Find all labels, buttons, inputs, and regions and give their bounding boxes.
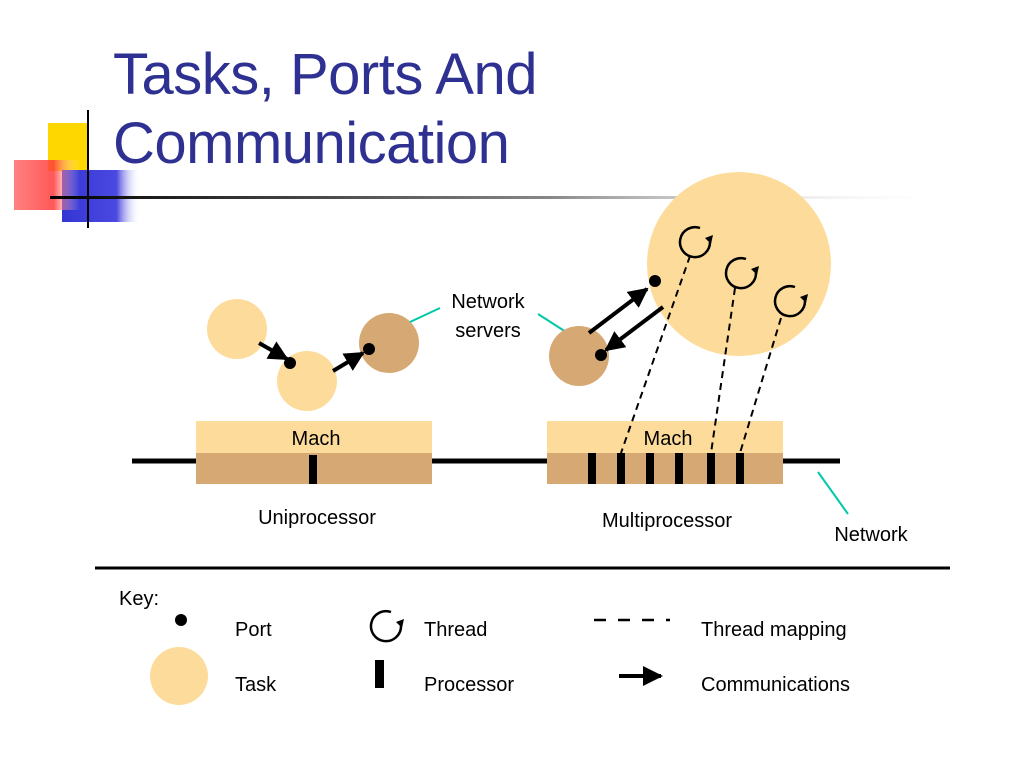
key-thread-symbol — [369, 609, 404, 643]
task-node — [647, 172, 831, 356]
key-thread-label: Thread — [424, 619, 487, 641]
multiprocessor-processor — [707, 453, 715, 484]
server-task-node — [359, 313, 419, 373]
thread-icon — [724, 256, 759, 290]
multiprocessor-mach-label: Mach — [644, 428, 693, 450]
port-dot — [363, 343, 375, 355]
uniprocessor-tasks — [207, 299, 419, 411]
thread-icon — [773, 284, 808, 318]
network-servers-callout — [409, 307, 441, 323]
key-communications-label: Communications — [701, 674, 850, 696]
multiprocessor-label: Multiprocessor — [602, 510, 732, 532]
key-processor-symbol — [375, 660, 384, 688]
multiprocessor-processor — [588, 453, 596, 484]
uniprocessor-block: Mach — [196, 421, 432, 484]
network-servers-callout — [537, 313, 567, 333]
logo-red-square — [14, 160, 80, 210]
network-servers-label: Network — [451, 291, 525, 313]
key-port-label: Port — [235, 619, 272, 641]
thread-icon — [678, 225, 713, 259]
task-node — [207, 299, 267, 359]
multiprocessor-processor — [646, 453, 654, 484]
network-servers-label: servers — [455, 320, 521, 342]
title-line-2: Communication — [113, 111, 510, 176]
multiprocessor-processor — [675, 453, 683, 484]
multiprocessor-processor — [617, 453, 625, 484]
communication-arrow — [331, 351, 365, 373]
communication-arrow — [258, 341, 289, 361]
thread-mapping-line — [620, 255, 691, 454]
multiprocessor-block: Mach — [547, 421, 783, 484]
uniprocessor-mach-top — [196, 421, 432, 454]
uniprocessor-processor — [309, 455, 317, 484]
key-port-symbol — [175, 614, 187, 626]
thread-mapping-line — [710, 287, 736, 454]
title-line-1: Tasks, Ports And — [113, 42, 537, 107]
network-callout — [817, 471, 849, 515]
port-dot — [284, 357, 296, 369]
communication-arrow — [604, 305, 665, 352]
port-dot — [649, 275, 661, 287]
key-legend: Key: Port Task Thread Processor Thread m… — [119, 588, 850, 705]
title-rule — [50, 196, 960, 199]
network-label: Network — [834, 524, 908, 546]
key-task-label: Task — [235, 674, 277, 696]
slide-title: Tasks, Ports And Communication — [113, 40, 537, 178]
uniprocessor-label: Uniprocessor — [258, 507, 376, 529]
multiprocessor-processor — [736, 453, 744, 484]
slide-logo-decoration — [14, 110, 960, 228]
multiprocessor-mach-bottom — [547, 453, 783, 484]
key-processor-label: Processor — [424, 674, 514, 696]
key-heading: Key: — [119, 588, 159, 610]
key-thread-mapping-label: Thread mapping — [701, 619, 847, 641]
multiprocessor-tasks — [549, 172, 831, 454]
communication-arrow — [587, 287, 649, 335]
key-task-symbol — [150, 647, 208, 705]
port-dot — [595, 349, 607, 361]
uniprocessor-mach-label: Mach — [292, 428, 341, 450]
server-task-node — [549, 326, 609, 386]
